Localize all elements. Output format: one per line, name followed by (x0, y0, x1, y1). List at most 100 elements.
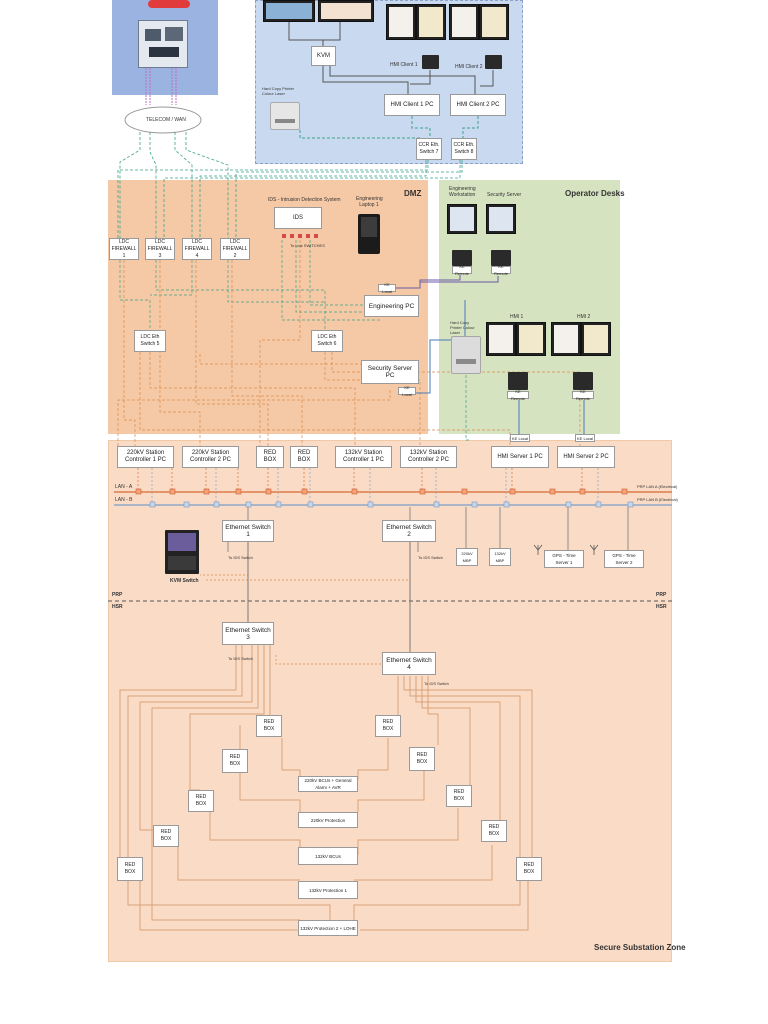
kvm-local-eng: KE Local (378, 282, 396, 294)
red-box-hsr-6: RED BOX (446, 785, 472, 807)
prp-label-left: PRP (112, 592, 123, 598)
hmi-2-monitor-b (581, 322, 611, 356)
mbp-132kv: 132kV MBP (489, 548, 511, 566)
ldc-firewall-3: LDC FIREWALL 3 (145, 238, 175, 260)
kvm-local-hmi-2: KE Local (575, 434, 595, 442)
to-ids-switch-1: To IDS Switch (228, 555, 253, 560)
hmi-client-2-label: HMI Client 2 (455, 64, 483, 70)
ldc-firewall-4: LDC FIREWALL 4 (182, 238, 212, 260)
ccr-switch-8: CCR Eth. Switch 8 (451, 138, 477, 160)
hmi-client-1-label: HMI Client 1 (390, 62, 418, 68)
engineering-laptop (358, 214, 380, 254)
hmi-2-pc-unit (573, 372, 593, 390)
hmi-client-2-monitor-a (449, 4, 479, 40)
secure-zone-title: Secure Substation Zone (594, 943, 686, 952)
hmi-client-2-pc: HMI Client 2 PC (450, 94, 506, 116)
security-server-monitor (486, 204, 516, 234)
ids-title: IDS - Intrusion Detection System (268, 197, 341, 203)
kvm-remote-hmi-1: KE Remote (507, 389, 529, 401)
red-box-hsr-5: RED BOX (188, 790, 214, 812)
ethernet-switch-1: Ethernet Switch 1 (222, 520, 274, 542)
ccr-switch-7: CCR Eth. Switch 7 (416, 138, 442, 160)
hmi-server-2-pc: HMI Server 2 PC (557, 446, 615, 468)
hmi-client-2-pc-unit (485, 55, 502, 69)
bay-132kv-bcus: 132kV BCUs (298, 847, 358, 865)
hsr-label-left: HSR (112, 604, 123, 610)
operator-desks-title: Operator Desks (565, 189, 625, 198)
ids-ports (280, 234, 320, 240)
hmi-client-1-pc-unit (422, 55, 439, 69)
station-132kv-controller-1: 132kV Station Controller 1 PC (335, 446, 392, 468)
hsr-label-right: HSR (656, 604, 667, 610)
kvm-switch-label: KVM Switch (170, 578, 199, 584)
gps-time-server-1: GPS - Time Server 1 (544, 550, 584, 568)
hmi-1-monitor-b (516, 322, 546, 356)
kvm-box: KVM (311, 46, 336, 66)
red-box-hsr-1: RED BOX (256, 715, 282, 737)
hmi-client-1-monitor-b (416, 4, 446, 40)
red-box-hsr-8: RED BOX (481, 820, 507, 842)
eng-laptop-label: Engineering Laptop 1 (356, 196, 383, 208)
kvm-remote-2: KE Remote (491, 264, 511, 276)
eng-workstation-monitor (447, 204, 477, 234)
security-server-pc: Security Server PC (361, 360, 419, 384)
ldc-switch-6: LDC Eth Switch 6 (311, 330, 343, 352)
eng-workstation-pc (452, 250, 472, 266)
ldc-firewall-1: LDC FIREWALL 1 (109, 238, 139, 260)
kvm-remote-1: KE Remote (452, 264, 472, 276)
hmi-2-monitor-a (551, 322, 581, 356)
red-box-station-2: RED BOX (290, 446, 318, 468)
ids-box: IDS (274, 207, 322, 229)
dmz-title: DMZ (404, 189, 422, 198)
bay-220kv-bcus-general-alarm-avr: 220kV BCUs + General Alarm + AVR (298, 776, 358, 792)
security-server-pc-unit (491, 250, 511, 266)
lan-b-right-label: PRP LAN B (Electrical) (637, 497, 678, 502)
red-box-hsr-10: RED BOX (516, 857, 542, 881)
control-room-printer (270, 102, 300, 130)
bay-132kv-protection-1: 132kV Protection 1 (298, 881, 358, 899)
engineering-pc: Engineering PC (364, 295, 419, 317)
kvm-local-sec: KE Local (398, 385, 416, 397)
bay-220kv-protection: 220kV Protection (298, 812, 358, 828)
station-220kv-controller-2: 220kV Station Controller 2 PC (182, 446, 239, 468)
ldc-firewall-2: LDC FIREWALL 2 (220, 238, 250, 260)
kvm-monitor-1 (263, 0, 315, 22)
to-ids-switch-4: To IDS Switch (424, 681, 449, 686)
security-server-label: Security Server (487, 192, 522, 198)
lan-a-label: LAN - A (115, 484, 133, 490)
control-room-printer-label: Hard Copy Printer Colour Laser (262, 86, 295, 96)
hmi-1-pc-unit (508, 372, 528, 390)
hmi-client-2-monitor-b (479, 4, 509, 40)
hmi-2-label: HMI 2 (577, 314, 591, 320)
prp-label-right: PRP (656, 592, 667, 598)
hmi-client-1-pc: HMI Client 1 PC (384, 94, 440, 116)
to-ids-switch-3: To IDS Switch (228, 656, 253, 661)
hmi-1-monitor-a (486, 322, 516, 356)
lan-a-right-label: PRP LAN A (Electrical) (637, 484, 678, 489)
ids-note: To Link SWITCHES (290, 243, 325, 248)
gps-time-server-2: GPS - Time Server 2 (604, 550, 644, 568)
hmi-server-1-pc: HMI Server 1 PC (491, 446, 549, 468)
kvm-switch-device (165, 530, 199, 574)
operator-printer-label: Hard Copy Printer Colour Laser (450, 320, 475, 335)
red-box-hsr-7: RED BOX (153, 825, 179, 847)
bay-132kv-protection-2-lohe: 132kV Protection 2 + LOHE (298, 920, 358, 936)
hmi-client-1-monitor-a (386, 4, 416, 40)
red-box-hsr-3: RED BOX (222, 749, 248, 773)
eng-workstation-label: Engineering Workstation (449, 186, 476, 198)
telecom-label: TELECOM / WAN (146, 117, 186, 123)
to-ids-switch-2: To IDS Switch (418, 555, 443, 560)
red-box-hsr-4: RED BOX (409, 747, 435, 771)
kvm-monitor-2 (318, 0, 374, 22)
station-220kv-controller-1: 220kV Station Controller 1 PC (117, 446, 174, 468)
ethernet-switch-3: Ethernet Switch 3 (222, 622, 274, 645)
ethernet-switch-2: Ethernet Switch 2 (382, 520, 436, 542)
station-132kv-controller-2: 132kV Station Controller 2 PC (400, 446, 457, 468)
red-box-hsr-9: RED BOX (117, 857, 143, 881)
ethernet-switch-4: Ethernet Switch 4 (382, 652, 436, 675)
operator-printer (451, 336, 481, 374)
red-box-hsr-2: RED BOX (375, 715, 401, 737)
ldc-switch-5: LDC Eth Switch 5 (134, 330, 166, 352)
kvm-local-hmi-1: KE Local (510, 434, 530, 442)
